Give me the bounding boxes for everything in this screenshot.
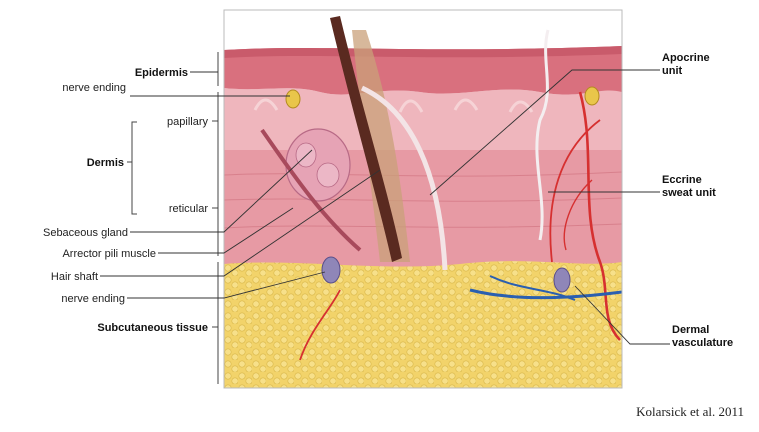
citation: Kolarsick et al. 2011 — [636, 404, 744, 419]
nerve-ending-right — [554, 268, 570, 292]
label-dermal-vasculature: Dermal vasculature — [672, 324, 752, 350]
label-nerve-ending-bottom: nerve ending — [61, 293, 125, 305]
label-arrector-pili-muscle: Arrector pili muscle — [62, 248, 156, 260]
label-sebaceous-gland: Sebaceous gland — [43, 227, 128, 239]
label-reticular: reticular — [169, 203, 208, 215]
label-eccrine-sweat-unit: Eccrine sweat unit — [662, 174, 732, 200]
layer-brackets — [127, 52, 218, 384]
reticular-dermis-layer — [224, 148, 622, 267]
papillary-dermis-layer — [224, 88, 622, 150]
nerve-ending-upper — [286, 90, 300, 108]
label-nerve-ending-top: nerve ending — [40, 82, 126, 95]
label-apocrine-unit: Apocrine unit — [662, 52, 722, 78]
label-subcutaneous-tissue: Subcutaneous tissue — [97, 322, 208, 334]
skin-cross-section — [224, 10, 622, 388]
label-hair-shaft: Hair shaft — [51, 271, 98, 283]
label-dermis: Dermis — [87, 157, 124, 169]
nerve-ending-lower — [322, 257, 340, 283]
label-papillary: papillary — [167, 116, 208, 128]
label-epidermis: Epidermis — [135, 67, 188, 79]
